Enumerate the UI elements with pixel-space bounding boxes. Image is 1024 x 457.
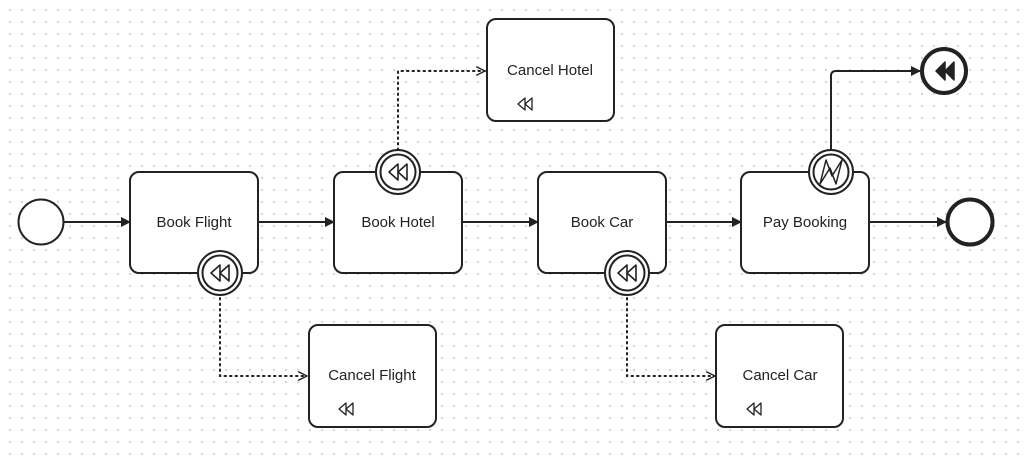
error-icon [819, 159, 843, 185]
boundary-event-car-compensation[interactable] [604, 250, 650, 296]
sequence-flows [64, 66, 947, 227]
compensation-icon [617, 264, 637, 282]
task-pay-booking[interactable]: Pay Booking [740, 171, 870, 274]
compensation-icon [388, 163, 408, 181]
boundary-event-flight-compensation[interactable] [197, 250, 243, 296]
compensation-marker-icon [517, 97, 533, 111]
compensation-icon [210, 264, 230, 282]
task-label: Cancel Flight [328, 367, 416, 384]
task-cancel-hotel[interactable]: Cancel Hotel [486, 18, 615, 122]
task-book-car[interactable]: Book Car [537, 171, 667, 274]
compensation-end-event[interactable] [920, 47, 968, 95]
end-event[interactable] [945, 197, 995, 247]
start-event[interactable] [17, 198, 65, 246]
compensation-icon [935, 61, 955, 81]
compensation-marker-icon [338, 402, 354, 416]
compensation-associations [219, 71, 715, 376]
boundary-event-error[interactable] [808, 149, 854, 195]
association-car-compensation[interactable] [626, 297, 715, 376]
task-label: Book Car [571, 214, 634, 231]
boundary-event-hotel-compensation[interactable] [375, 149, 421, 195]
compensation-marker-icon [746, 402, 762, 416]
flow-error-to-compensation-end[interactable] [830, 66, 921, 153]
task-label: Cancel Car [742, 367, 817, 384]
task-cancel-car[interactable]: Cancel Car [715, 324, 844, 428]
task-label: Cancel Hotel [507, 62, 593, 79]
task-cancel-flight[interactable]: Cancel Flight [308, 324, 437, 428]
association-hotel-compensation[interactable] [397, 71, 485, 151]
task-book-flight[interactable]: Book Flight [129, 171, 259, 274]
task-label: Book Flight [156, 214, 232, 231]
task-label: Book Hotel [361, 214, 434, 231]
association-flight-compensation[interactable] [219, 297, 307, 376]
task-label: Pay Booking [763, 214, 847, 231]
